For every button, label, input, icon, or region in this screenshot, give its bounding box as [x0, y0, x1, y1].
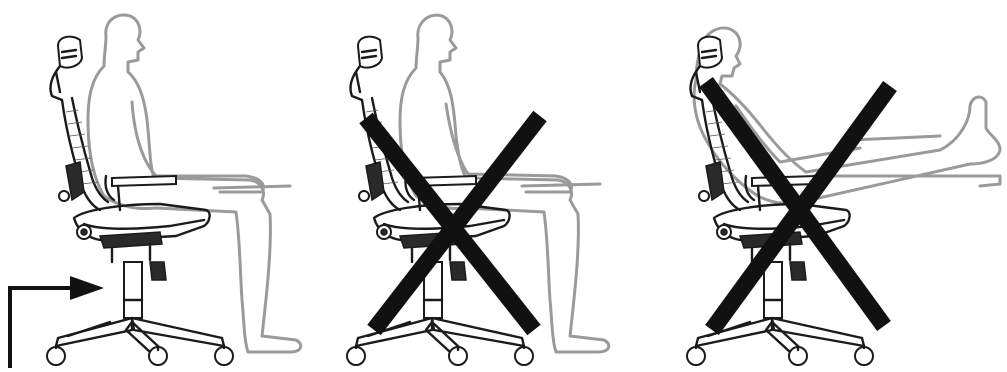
panel-reclined-legs-raised [687, 28, 1000, 365]
panel-correct-posture [47, 15, 301, 365]
cross-mark-panel-2 [366, 116, 540, 330]
office-chair [47, 37, 233, 365]
